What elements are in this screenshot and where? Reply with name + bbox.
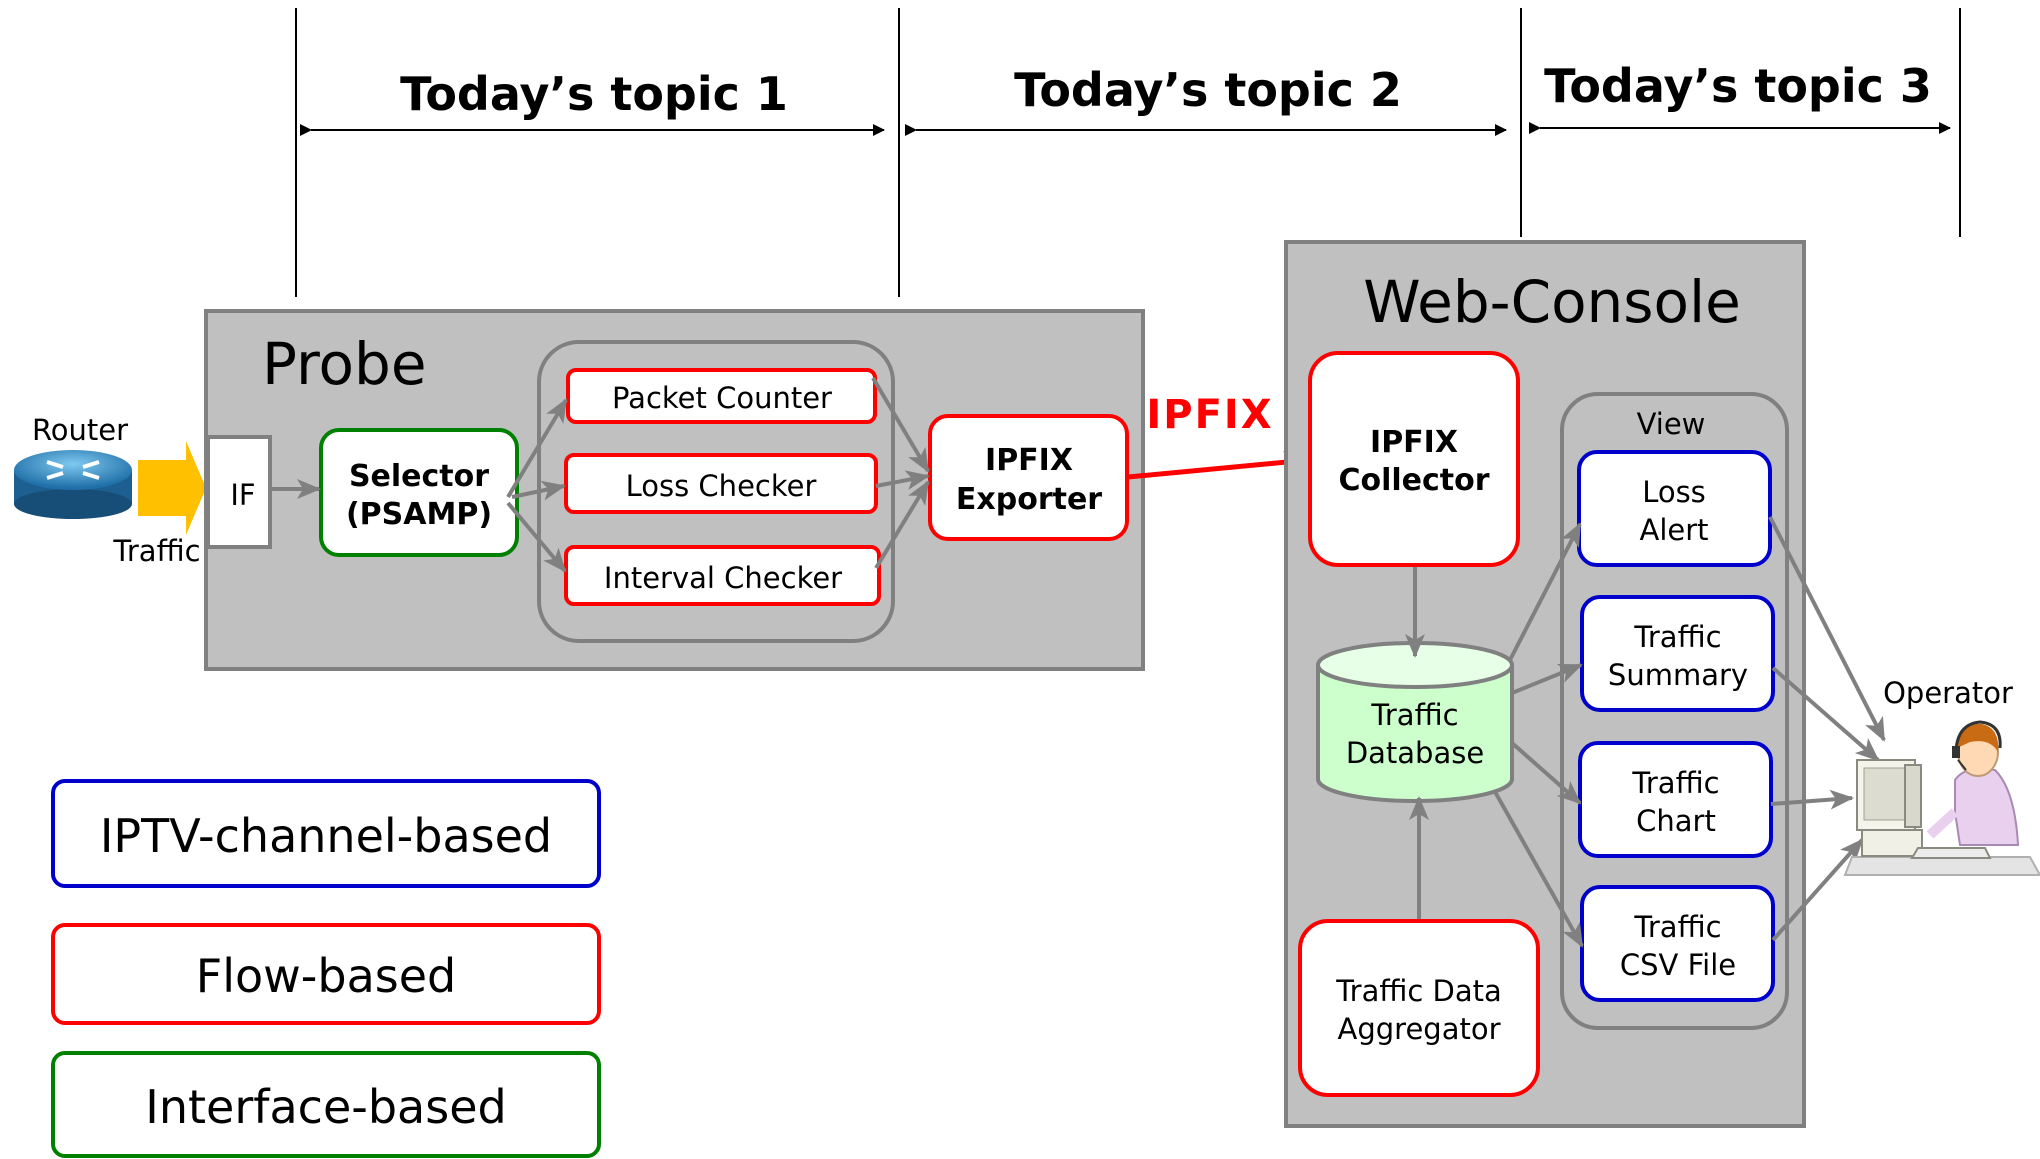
if-box	[206, 435, 272, 549]
loss-alert-to-operator-arrow	[1768, 516, 1886, 742]
legend-flow-based-box	[51, 923, 601, 1025]
selector-to-loss-checker-arrow	[511, 480, 566, 501]
selector-label: Selector	[349, 459, 489, 494]
traffic-chart-to-operator-arrow	[1770, 789, 1854, 810]
operator-label: Operator	[1883, 676, 2013, 710]
traffic-arrow	[138, 441, 206, 535]
traffic-csv-to-operator-arrow	[1771, 838, 1864, 942]
selector-box	[319, 428, 519, 557]
ipfix-exporter-box	[928, 414, 1129, 541]
loss-alert-box	[1577, 450, 1772, 567]
legend: IPTV-channel-based Flow-based Interface-…	[51, 779, 601, 1158]
interval-checker-label: Interval Checker	[604, 561, 842, 595]
web-console-title: Web-Console	[1363, 268, 1741, 336]
loss-alert-label: Loss	[1642, 475, 1706, 509]
traffic-database-label: Traffic	[1370, 698, 1458, 732]
selector-to-interval-checker-arrow	[506, 501, 567, 573]
selector-sublabel: (PSAMP)	[346, 497, 492, 532]
traffic-database-cylinder	[1316, 641, 1514, 803]
legend-flow-based-label: Flow-based	[196, 949, 456, 1003]
database-to-traffic-summary-arrow	[1511, 663, 1583, 695]
if-label: IF	[230, 478, 255, 512]
interval-checker-box	[564, 545, 881, 606]
loss-alert-sublabel: Alert	[1639, 513, 1708, 547]
loss-checker-box	[564, 453, 878, 514]
console-flow-arrows	[1405, 516, 1886, 948]
ipfix-link-label: IPFIX	[1146, 392, 1273, 438]
legend-iptv-channel-based-box	[51, 779, 601, 888]
database-to-traffic-chart-arrow	[1510, 741, 1582, 805]
database-to-loss-alert-arrow	[1508, 522, 1582, 661]
view-title: View	[1637, 407, 1706, 441]
traffic-chart-label: Traffic	[1631, 766, 1719, 800]
ipfix-collector-label: IPFIX	[1370, 425, 1458, 460]
operator-icon	[1843, 720, 2040, 876]
ipfix-link-arrow	[1127, 451, 1310, 480]
traffic-csv-file-label: Traffic	[1633, 910, 1721, 944]
traffic-label: Traffic	[112, 534, 200, 568]
database-to-traffic-csv-arrow	[1492, 789, 1584, 948]
topic-3-label: Today’s topic 3	[1544, 59, 1932, 113]
topic-2-label: Today’s topic 2	[1014, 63, 1402, 117]
probe-title: Probe	[262, 330, 427, 398]
traffic-summary-sublabel: Summary	[1608, 658, 1748, 692]
packet-counter-label: Packet Counter	[612, 381, 832, 415]
legend-iptv-channel-based-label: IPTV-channel-based	[100, 809, 552, 863]
ipfix-collector-sublabel: Collector	[1338, 463, 1489, 498]
legend-interface-based-box	[51, 1051, 601, 1158]
topic-dividers	[295, 8, 1961, 297]
traffic-csv-file-sublabel: CSV File	[1620, 948, 1736, 982]
ipfix-exporter-label: IPFIX	[985, 443, 1073, 478]
packet-counter-box	[566, 368, 877, 424]
topic-span-arrows	[300, 122, 1951, 136]
ipfix-collector-box	[1308, 351, 1520, 567]
router-icon	[14, 450, 132, 519]
packet-counter-to-exporter-arrow	[871, 376, 930, 473]
router-label: Router	[32, 413, 128, 447]
topic-1-label: Today’s topic 1	[400, 67, 788, 121]
interval-checker-to-exporter-arrow	[874, 480, 930, 570]
traffic-summary-to-operator-arrow	[1771, 666, 1880, 762]
loss-checker-to-exporter-arrow	[875, 470, 930, 490]
probe-flow-arrows	[272, 376, 930, 573]
traffic-summary-label: Traffic	[1633, 620, 1721, 654]
traffic-summary-box	[1580, 595, 1775, 712]
ipfix-exporter-sublabel: Exporter	[956, 482, 1102, 517]
traffic-data-aggregator-sublabel: Aggregator	[1338, 1012, 1501, 1046]
traffic-data-aggregator-label: Traffic Data	[1335, 974, 1502, 1008]
traffic-database-sublabel: Database	[1346, 736, 1484, 770]
traffic-data-aggregator-box	[1298, 919, 1540, 1097]
loss-checker-label: Loss Checker	[626, 469, 817, 503]
traffic-chart-sublabel: Chart	[1636, 804, 1716, 838]
selector-to-packet-counter-arrow	[506, 398, 568, 499]
view-group	[1560, 392, 1789, 1030]
legend-interface-based-label: Interface-based	[145, 1080, 506, 1134]
